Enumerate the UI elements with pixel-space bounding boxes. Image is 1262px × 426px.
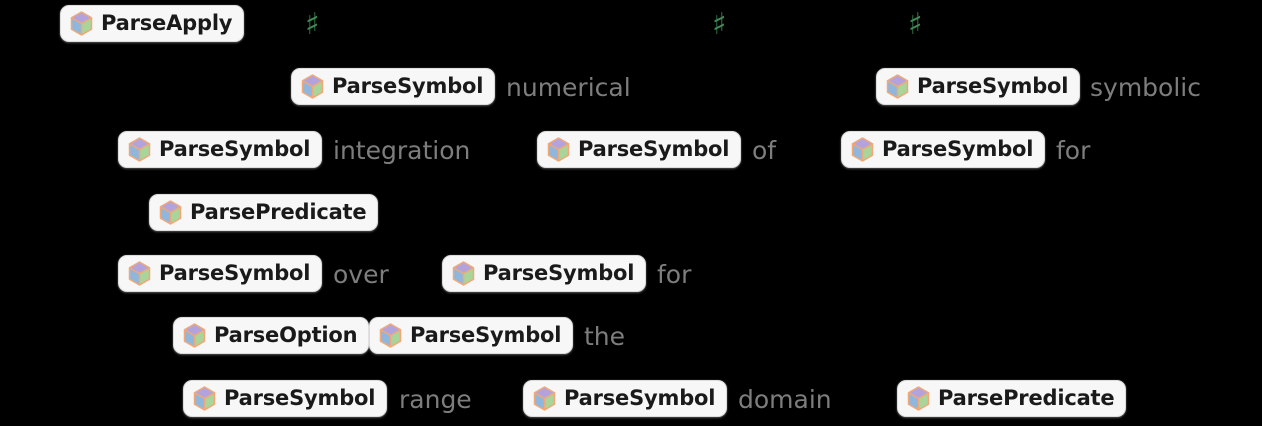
plain-word: range: [399, 387, 472, 412]
pill-body[interactable]: ParseSymbol: [118, 255, 323, 292]
plain-word: integration: [333, 138, 470, 163]
token-label: ParseApply: [101, 11, 233, 35]
token-label: ParseSymbol: [332, 74, 484, 98]
word-text: over: [333, 260, 389, 289]
pill-body[interactable]: ParsePredicate: [897, 380, 1127, 417]
plain-word: of: [752, 138, 776, 163]
cube-icon: [907, 386, 930, 411]
pill-body[interactable]: ParseSymbol: [291, 68, 496, 105]
token-label: ParseSymbol: [410, 323, 562, 347]
slot-marker[interactable]: ♯: [305, 10, 320, 40]
word-text: for: [1056, 136, 1091, 165]
token-label: ParseSymbol: [224, 386, 376, 410]
pill-body[interactable]: ParseSymbol: [118, 131, 323, 168]
token-label: ParseSymbol: [564, 386, 716, 410]
token-pill-parsesymbol[interactable]: ParseSymbol: [118, 131, 323, 168]
hash-icon: ♯: [305, 7, 320, 42]
plain-word: for: [1056, 138, 1090, 163]
pill-body[interactable]: ParseSymbol: [537, 131, 742, 168]
pill-body[interactable]: ParseSymbol: [876, 68, 1081, 105]
token-pill-parsepredicate[interactable]: ParsePredicate: [897, 380, 1127, 417]
word-text: domain: [738, 385, 832, 414]
plain-word: domain: [738, 387, 832, 412]
word-text: for: [657, 260, 692, 289]
token-pill-parsepredicate[interactable]: ParsePredicate: [149, 194, 379, 231]
cube-icon: [70, 11, 93, 36]
cube-icon: [533, 386, 556, 411]
token-pill-parsesymbol[interactable]: ParseSymbol: [523, 380, 728, 417]
slot-marker[interactable]: ♯: [908, 10, 923, 40]
token-label: ParseSymbol: [882, 137, 1034, 161]
token-label: ParseOption: [214, 323, 358, 347]
plain-word: symbolic: [1090, 75, 1201, 100]
cube-icon: [301, 74, 324, 99]
cube-icon: [547, 137, 570, 162]
pill-body[interactable]: ParseSymbol: [841, 131, 1046, 168]
token-pill-parsesymbol[interactable]: ParseSymbol: [537, 131, 742, 168]
word-text: symbolic: [1090, 73, 1201, 102]
cube-icon: [183, 323, 206, 348]
token-pill-parsesymbol[interactable]: ParseSymbol: [876, 68, 1081, 105]
word-text: of: [752, 136, 777, 165]
cube-icon: [128, 137, 151, 162]
token-pill-parsesymbol[interactable]: ParseSymbol: [291, 68, 496, 105]
token-pill-parsesymbol[interactable]: ParseSymbol: [118, 255, 323, 292]
pill-body[interactable]: ParsePredicate: [149, 194, 379, 231]
plain-word: over: [333, 262, 389, 287]
cube-icon: [452, 261, 475, 286]
pill-body[interactable]: ParseSymbol: [183, 380, 388, 417]
cube-icon: [379, 323, 402, 348]
plain-word: numerical: [506, 75, 631, 100]
cube-icon: [159, 200, 182, 225]
hash-icon: ♯: [712, 7, 727, 42]
pill-body[interactable]: ParseSymbol: [369, 317, 574, 354]
slot-marker[interactable]: ♯: [712, 10, 727, 40]
token-label: ParsePredicate: [190, 200, 367, 224]
token-pill-parseoption[interactable]: ParseOption: [173, 317, 370, 354]
pill-body[interactable]: ParseApply: [60, 5, 245, 42]
pill-body[interactable]: ParseSymbol: [523, 380, 728, 417]
pill-body[interactable]: ParseOption: [173, 317, 370, 354]
word-text: integration: [333, 136, 471, 165]
token-pill-parsesymbol[interactable]: ParseSymbol: [841, 131, 1046, 168]
token-pill-parsesymbol[interactable]: ParseSymbol: [369, 317, 574, 354]
pill-body[interactable]: ParseSymbol: [442, 255, 647, 292]
word-text: the: [584, 322, 626, 351]
cube-icon: [128, 261, 151, 286]
word-text: numerical: [506, 73, 631, 102]
token-label: ParseSymbol: [159, 261, 311, 285]
token-pill-parsesymbol[interactable]: ParseSymbol: [183, 380, 388, 417]
token-label: ParseSymbol: [578, 137, 730, 161]
cube-icon: [193, 386, 216, 411]
token-label: ParseSymbol: [159, 137, 311, 161]
cube-icon: [851, 137, 874, 162]
plain-word: for: [657, 262, 691, 287]
hash-icon: ♯: [908, 7, 923, 42]
token-label: ParseSymbol: [483, 261, 635, 285]
token-pill-parseapply[interactable]: ParseApply: [60, 5, 245, 42]
cube-icon: [886, 74, 909, 99]
word-text: range: [399, 385, 472, 414]
token-label: ParsePredicate: [938, 386, 1115, 410]
token-pill-parsesymbol[interactable]: ParseSymbol: [442, 255, 647, 292]
plain-word: the: [584, 324, 625, 349]
token-label: ParseSymbol: [917, 74, 1069, 98]
